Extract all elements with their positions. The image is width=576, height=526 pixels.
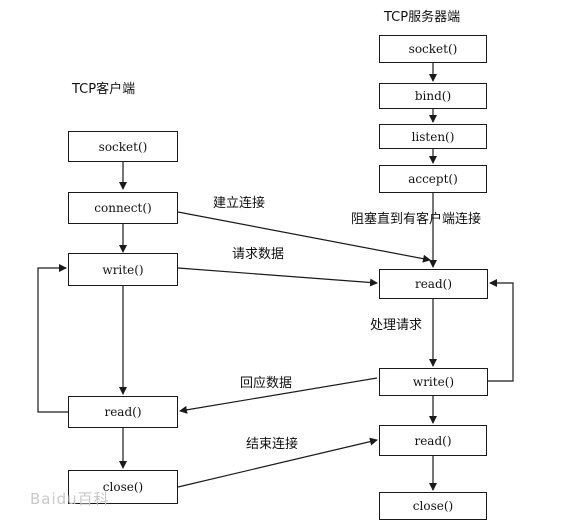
arrow-reply-data bbox=[179, 377, 378, 414]
server-bind-box: bind() bbox=[379, 83, 487, 109]
client-connect-box: connect() bbox=[68, 192, 178, 224]
arrow-client-loop-back bbox=[37, 264, 68, 413]
client-socket-box: socket() bbox=[68, 131, 178, 162]
label-block-until-connect: 阻塞直到有客户端连接 bbox=[351, 212, 482, 227]
label-process-request: 处理请求 bbox=[370, 318, 423, 333]
label-request-data: 请求数据 bbox=[232, 247, 285, 262]
arrow-end-connection bbox=[177, 437, 378, 488]
server-read-box: read() bbox=[379, 269, 488, 299]
server-close-box: close() bbox=[379, 492, 487, 520]
client-title: TCP客户端 bbox=[72, 82, 136, 97]
client-close-box: close() bbox=[68, 470, 178, 504]
server-read2-box: read() bbox=[379, 425, 487, 456]
watermark-logo: Baidu百科 bbox=[30, 490, 110, 508]
label-end-connection: 结束连接 bbox=[246, 437, 299, 452]
server-title: TCP服务器端 bbox=[384, 10, 461, 25]
server-listen-box: listen() bbox=[379, 124, 487, 149]
arrow-server-loop-back bbox=[488, 279, 514, 382]
arrow-establish-connection bbox=[170, 206, 431, 263]
arrow-request-data bbox=[170, 263, 378, 287]
server-write-box: write() bbox=[379, 368, 488, 396]
label-reply-data: 回应数据 bbox=[240, 376, 293, 391]
client-write-box: write() bbox=[68, 253, 178, 286]
client-read-box: read() bbox=[68, 396, 178, 428]
server-socket-box: socket() bbox=[379, 35, 487, 63]
server-accept-box: accept() bbox=[379, 165, 487, 193]
label-establish-connection: 建立连接 bbox=[213, 196, 266, 211]
